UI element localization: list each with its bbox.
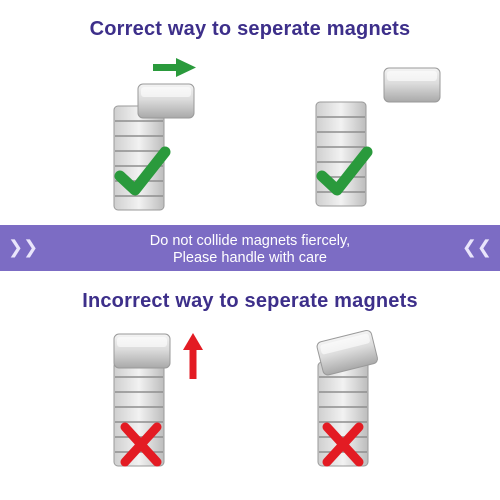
- double-chevron-left-icon: ❮❮: [461, 237, 492, 257]
- check-mark-icon: [114, 146, 171, 196]
- cross-mark-icon: [322, 422, 364, 467]
- magnet-block-separated: [383, 67, 441, 103]
- right-arrow-icon: [153, 58, 196, 77]
- heading-correct: Correct way to seperate magnets: [89, 18, 411, 40]
- banner-line-1: Do not collide magnets fiercely,: [149, 233, 351, 249]
- care-banner: ❯❯ Do not collide magnets fiercely, Plea…: [0, 225, 500, 271]
- banner-line-2: Please handle with care: [173, 250, 327, 266]
- magnet-top-block-pulled: [113, 333, 171, 369]
- heading-incorrect: Incorrect way to seperate magnets: [82, 290, 418, 312]
- magnet-top-block-sliding: [137, 83, 195, 119]
- double-chevron-right-icon: ❯❯: [8, 237, 39, 257]
- cross-mark-icon: [120, 422, 162, 467]
- check-mark-icon: [316, 146, 373, 196]
- magnet-block-tilted: [315, 328, 380, 377]
- banner-text: Do not collide magnets fiercely, Please …: [0, 233, 500, 267]
- up-arrow-icon: [183, 333, 203, 379]
